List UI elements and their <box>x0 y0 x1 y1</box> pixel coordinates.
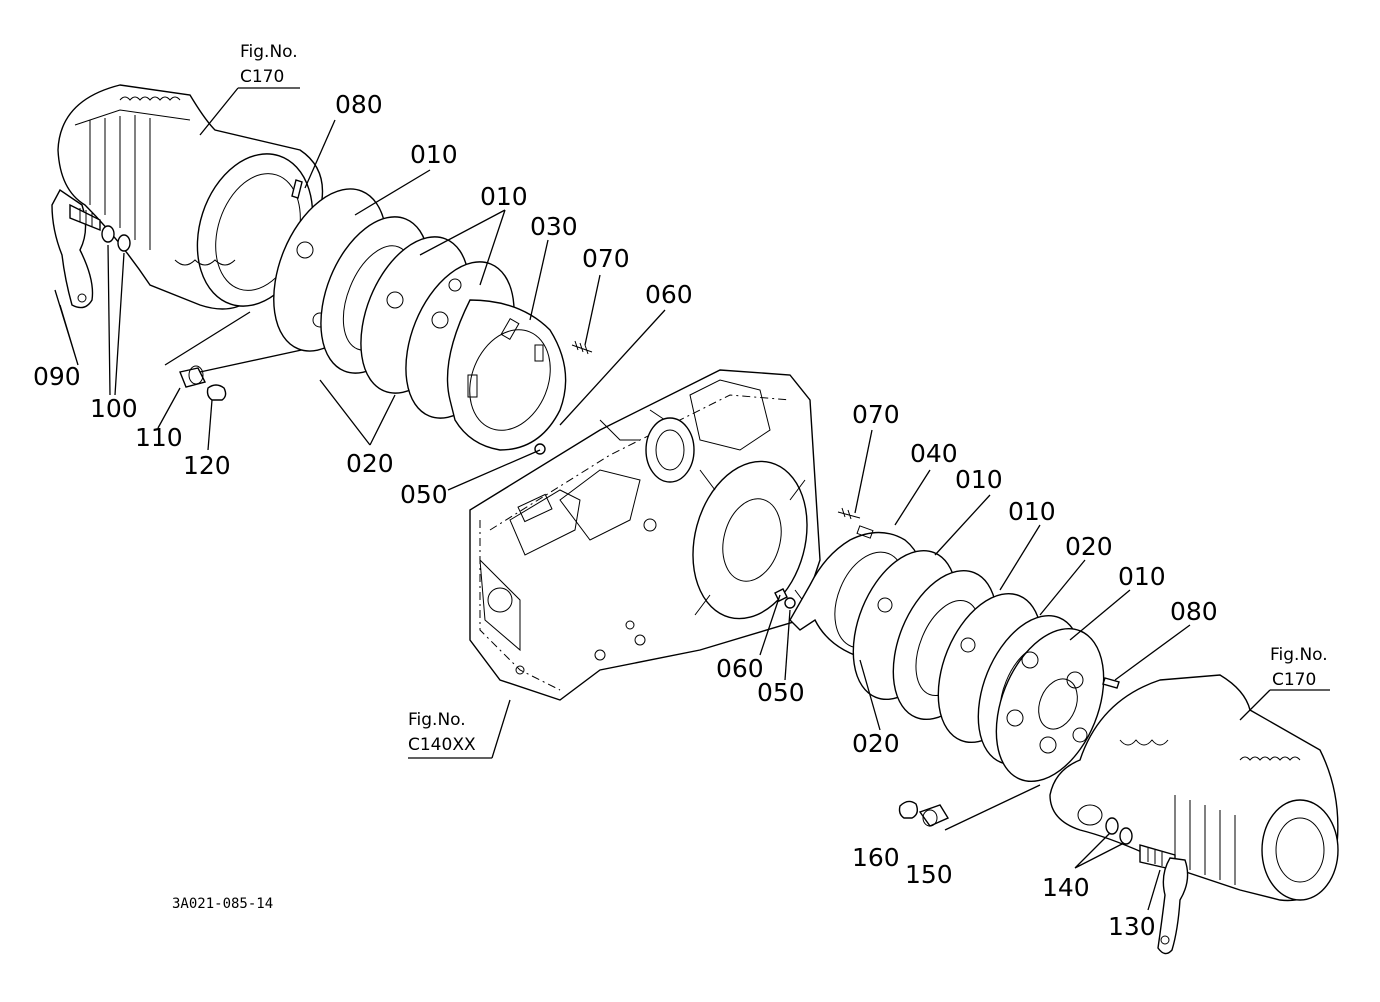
callout-090: 090 <box>33 362 81 391</box>
callout-040: 040 <box>910 439 958 468</box>
callout-160: 160 <box>852 843 900 872</box>
callout-070-right: 070 <box>852 400 900 429</box>
left-brake-disc-stack <box>273 188 567 451</box>
o-rings-100 <box>101 225 131 252</box>
left-brake-lever <box>51 188 101 309</box>
ref-center-fig: Fig.No. <box>408 710 466 730</box>
bushing-150 <box>918 804 950 827</box>
ref-top-left-fig: Fig.No. <box>240 42 298 62</box>
callout-140: 140 <box>1042 873 1090 902</box>
pin-080-right <box>1102 677 1120 689</box>
ref-bottom-right-fig: Fig.No. <box>1270 645 1328 665</box>
callout-010-c: 010 <box>955 465 1003 494</box>
ball-050-left <box>534 443 546 455</box>
callout-020-a: 020 <box>346 449 394 478</box>
callout-010-d: 010 <box>1008 497 1056 526</box>
callout-080-left: 080 <box>335 90 383 119</box>
callout-130: 130 <box>1108 912 1156 941</box>
bushing-110 <box>179 365 207 388</box>
o-rings-140 <box>1105 817 1133 845</box>
callout-120: 120 <box>183 451 231 480</box>
callout-050-left: 050 <box>400 480 448 509</box>
callout-060-right: 060 <box>716 654 764 683</box>
callout-010-a: 010 <box>410 140 458 169</box>
ball-050-right <box>784 597 796 609</box>
pin-070-left <box>571 340 593 355</box>
drawing-code: 3A021-085-14 <box>172 896 273 912</box>
ref-center-code: C140XX <box>408 735 476 755</box>
callout-010-e: 010 <box>1118 562 1166 591</box>
callout-020-c: 020 <box>852 729 900 758</box>
callout-100: 100 <box>90 394 138 423</box>
callout-010-b: 010 <box>480 182 528 211</box>
callout-020-b: 020 <box>1065 532 1113 561</box>
callout-110: 110 <box>135 423 183 452</box>
callout-080-right: 080 <box>1170 597 1218 626</box>
callout-050-right: 050 <box>757 678 805 707</box>
pin-070-right <box>837 507 861 520</box>
transmission-case <box>469 369 821 701</box>
callout-150: 150 <box>905 860 953 889</box>
ref-bottom-right-code: C170 <box>1272 670 1316 690</box>
right-brake-lever <box>1139 844 1189 955</box>
leader-lines <box>54 87 1330 911</box>
pin-080-left <box>291 179 303 199</box>
ref-top-left-code: C170 <box>240 67 284 87</box>
pin-060-right <box>774 588 788 602</box>
right-brake-disc-stack <box>789 525 1105 783</box>
clip-160 <box>898 800 919 819</box>
clip-120 <box>206 384 227 401</box>
callout-070-left: 070 <box>582 244 630 273</box>
callout-060-left: 060 <box>645 280 693 309</box>
callout-030: 030 <box>530 212 578 241</box>
right-axle-housing <box>1049 674 1339 902</box>
